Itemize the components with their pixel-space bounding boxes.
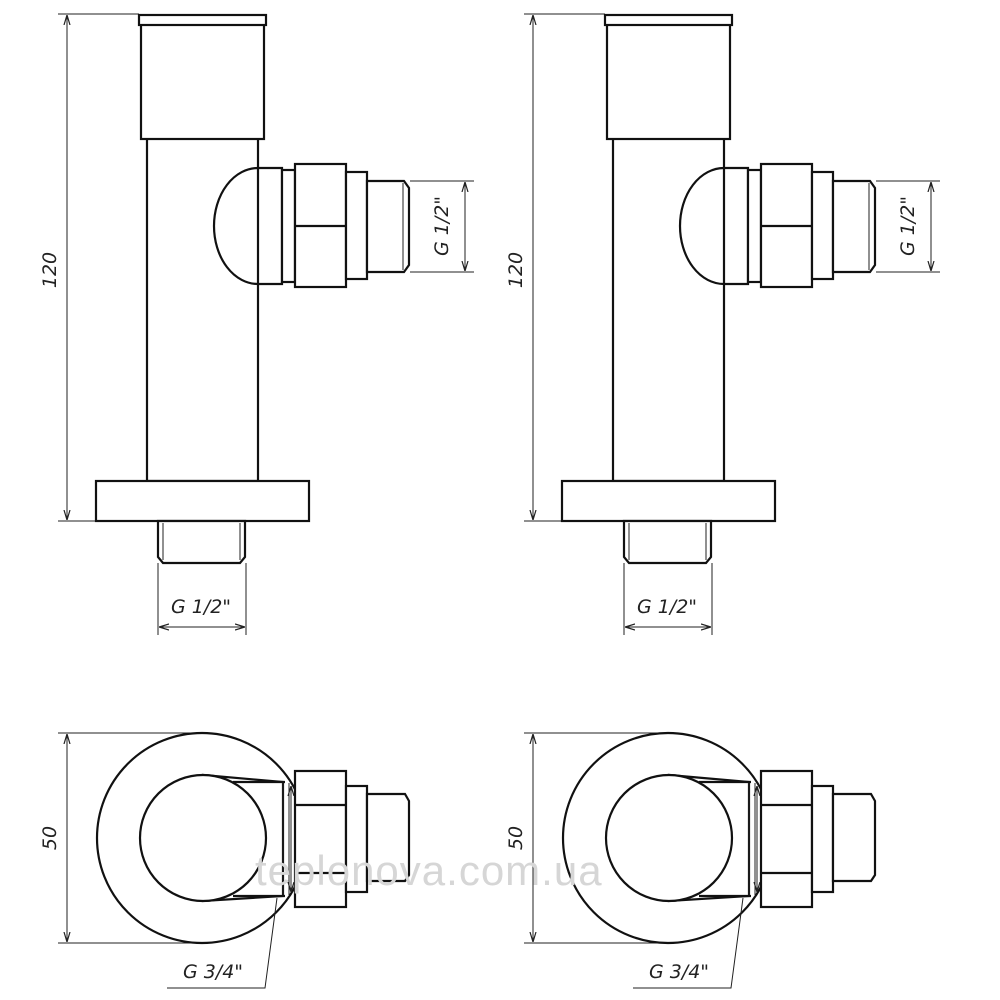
side-thread-label: G 1/2" (431, 196, 453, 256)
inlet-thread-label: G 3/4" (649, 961, 709, 983)
valve-side-view-right (524, 14, 940, 635)
valve-side-view-left (58, 14, 474, 635)
inlet-thread-label: G 3/4" (183, 961, 243, 983)
bottom-thread-label: G 1/2" (637, 596, 697, 618)
diameter-dimension-label: 50 (505, 826, 527, 850)
watermark: teplonova.com.ua (255, 847, 603, 894)
diameter-dimension-label: 50 (39, 826, 61, 850)
height-dimension-label: 120 (505, 252, 527, 288)
height-dimension-label: 120 (39, 252, 61, 288)
side-thread-label: G 1/2" (897, 196, 919, 256)
bottom-thread-label: G 1/2" (171, 596, 231, 618)
